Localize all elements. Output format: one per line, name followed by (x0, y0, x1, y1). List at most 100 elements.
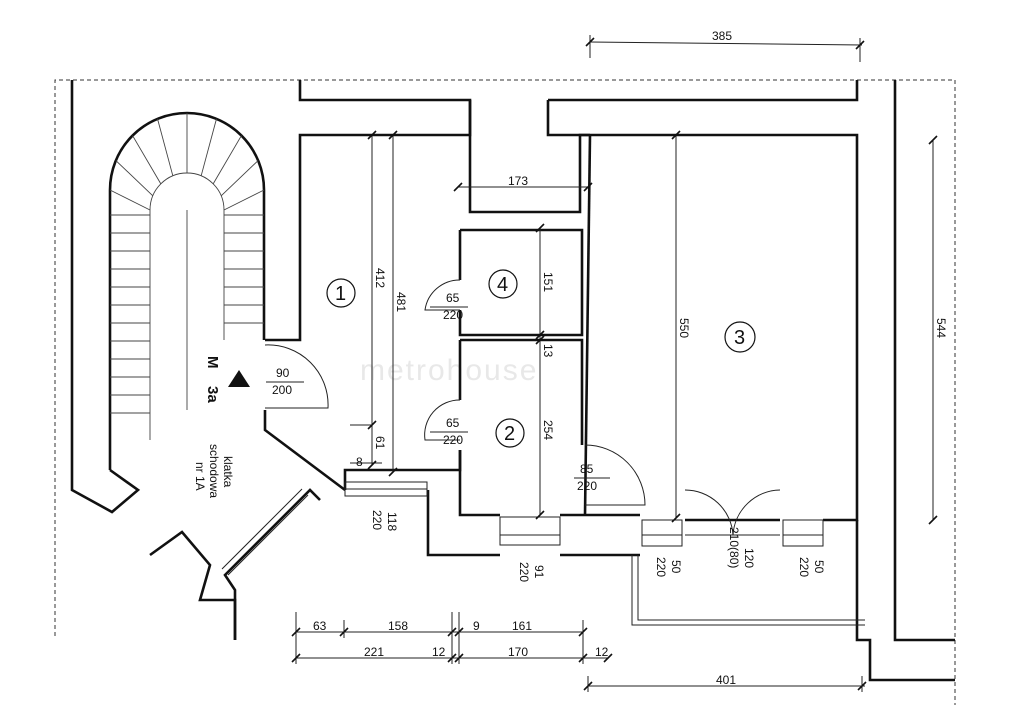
door-room3-height: 220 (577, 479, 597, 493)
dimension-tick (388, 130, 398, 140)
dimension-tick (857, 681, 867, 691)
dimension-tick (535, 335, 545, 345)
stair-tread (223, 189, 265, 211)
dim-13: 13 (541, 344, 555, 358)
dim-158: 158 (388, 619, 408, 633)
window-2-width: 91 (532, 565, 546, 579)
stairwell-label-line1: klatka (221, 456, 235, 488)
dim-9: 9 (473, 619, 480, 633)
room-1-label: 1 (335, 283, 346, 305)
dim-221: 221 (364, 645, 384, 659)
dimension-tick (535, 330, 545, 340)
dimension-tick (447, 653, 457, 663)
dimension-tick (367, 130, 377, 140)
dimension-tick (578, 627, 588, 637)
dimension-tick (447, 627, 457, 637)
dim-544: 544 (934, 318, 948, 338)
dim-top-385: 385 (712, 29, 732, 43)
door-balcony-height: 210(80) (727, 527, 741, 568)
dimension-tick (928, 135, 938, 145)
dimension-tick (291, 653, 301, 663)
dimension-tick (671, 130, 681, 140)
door-labels: 65 220 90 200 65 220 85 220 (266, 291, 610, 493)
stair-tread (132, 135, 162, 185)
window-5-width: 50 (812, 560, 826, 574)
room-2-label: 2 (504, 423, 515, 445)
windows (221, 481, 824, 576)
dimension-tick (535, 510, 545, 520)
stair-tread (200, 118, 217, 176)
walls (70, 80, 955, 682)
window-5-height: 220 (797, 557, 811, 577)
plot-boundary (54, 79, 956, 705)
stairwell-label-line2: schodowa (207, 444, 221, 498)
dimension-labels: 385 173 412 481 151 13 254 550 544 61 8 … (313, 29, 948, 687)
stair-tread (212, 135, 242, 185)
stair-tread (115, 160, 154, 197)
window-2-height: 220 (517, 562, 531, 582)
dim-412: 412 (373, 268, 387, 288)
window-1-height: 220 (370, 510, 384, 530)
dimension-tick (367, 420, 377, 430)
dimension-tick (928, 515, 938, 525)
dimension-tick (855, 40, 865, 50)
up-arrow-icon (228, 370, 250, 387)
dimension-ticks (291, 37, 938, 691)
dim-12-a: 12 (432, 645, 446, 659)
dim-170: 170 (508, 645, 528, 659)
door-room4-height: 220 (443, 308, 463, 322)
door-room2-height: 220 (443, 433, 463, 447)
door-balcony-width: 120 (742, 548, 756, 568)
stair-tread (220, 160, 259, 197)
dimension-tick (388, 467, 398, 477)
dim-corridor-173: 173 (508, 174, 528, 188)
staircase (108, 111, 266, 470)
dim-401: 401 (716, 673, 736, 687)
window-1-width: 118 (385, 512, 399, 531)
dim-8: 8 (356, 455, 363, 469)
stair-mark: M 3a (204, 356, 250, 403)
dim-254: 254 (541, 420, 555, 440)
window-3-width: 50 (669, 560, 683, 574)
stair-mark-3a: 3a (204, 386, 221, 403)
window-3-height: 220 (654, 557, 668, 577)
stairwell-label: klatka schodowa nr 1A (193, 444, 235, 498)
dimension-tick (578, 653, 588, 663)
dimension-tick (535, 223, 545, 233)
dim-161: 161 (512, 619, 532, 633)
dimension-tick (454, 653, 464, 663)
stairwell-label-line3: nr 1A (193, 462, 207, 491)
dimension-tick (454, 627, 464, 637)
dimension-tick (583, 182, 593, 192)
dimension-tick (291, 627, 301, 637)
stair-mark-m: M (204, 356, 221, 369)
dimension-tick (671, 513, 681, 523)
dimension-lines (295, 35, 934, 692)
dim-12-b: 12 (595, 645, 609, 659)
watermark: metrohouse (360, 354, 538, 387)
dim-550: 550 (677, 318, 691, 338)
door-entry-width: 90 (276, 366, 290, 380)
dimension-tick (583, 681, 593, 691)
dim-481: 481 (394, 292, 408, 312)
dim-61: 61 (373, 436, 387, 450)
door-room2-width: 65 (446, 416, 460, 430)
door-room4-width: 65 (446, 291, 460, 305)
dimension-tick (453, 182, 463, 192)
dimension-tick (367, 460, 377, 470)
dimension-tick (603, 653, 613, 663)
door-entry-height: 200 (272, 383, 292, 397)
door-swings (264, 279, 781, 536)
room-labels: 1 2 3 4 (326, 269, 756, 448)
room-4-label: 4 (497, 274, 508, 296)
dim-63: 63 (313, 619, 327, 633)
dimension-tick (585, 37, 595, 47)
room-3-label: 3 (734, 327, 745, 349)
dim-151: 151 (541, 272, 555, 292)
door-room3-width: 85 (580, 462, 594, 476)
stair-tread (157, 118, 174, 176)
window-labels: 118 220 91 220 50 220 120 210(80) 50 220 (370, 510, 826, 582)
dimension-tick (339, 627, 349, 637)
stair-tread (109, 189, 151, 211)
